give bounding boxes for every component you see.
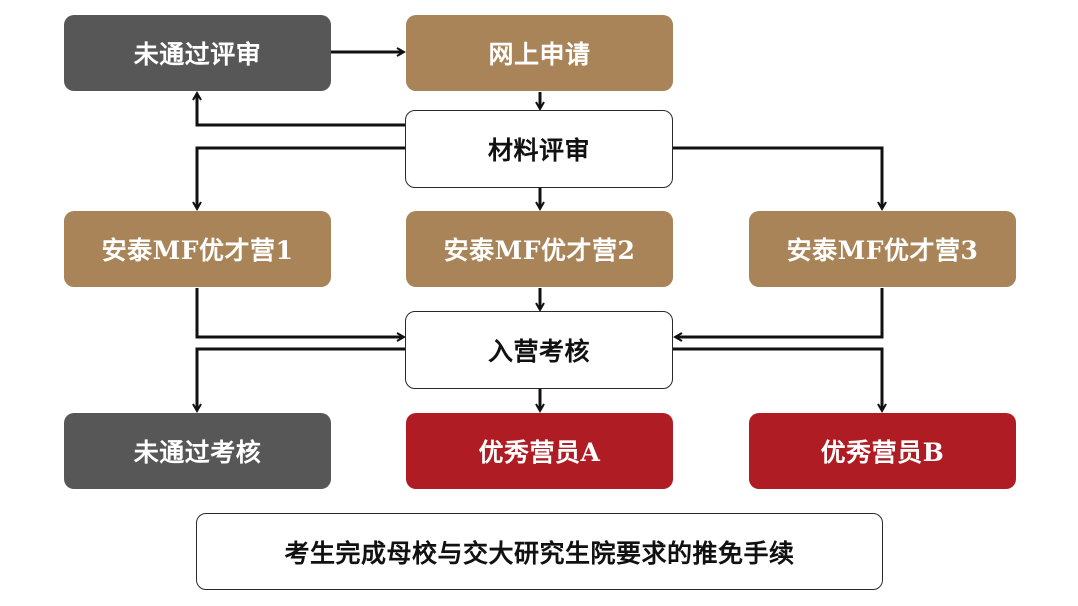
node-label: 安泰MF优才营3	[786, 236, 979, 265]
node-online-application: 网上申请	[406, 15, 673, 91]
node-not-passed-review: 未通过评审	[64, 15, 331, 91]
node-camp-1: 安泰MF优才营1	[64, 211, 331, 287]
node-excellent-b: 优秀营员B	[749, 413, 1016, 489]
node-label: 考生完成母校与交大研究生院要求的推免手续	[284, 538, 795, 568]
node-label: 网上申请	[488, 40, 591, 69]
arrow-camp1-to-assessment	[195, 288, 403, 337]
node-label: 安泰MF优才营1	[101, 236, 294, 265]
node-label: 安泰MF优才营2	[443, 236, 636, 265]
node-final-step: 考生完成母校与交大研究生院要求的推免手续	[196, 513, 883, 590]
node-label: 入营考核	[487, 337, 590, 366]
node-label: 优秀营员B	[820, 438, 945, 467]
arrow-review-to-camp3	[673, 146, 882, 208]
node-camp-2: 安泰MF优才营2	[406, 211, 673, 287]
node-label: 未通过评审	[133, 40, 262, 69]
arrow-camp3-to-assessment	[676, 288, 884, 337]
node-not-passed-assessment: 未通过考核	[64, 413, 331, 489]
node-label: 优秀营员A	[478, 438, 601, 467]
arrow-assessment-to-failed	[197, 347, 405, 410]
arrow-review-to-camp1	[197, 146, 405, 208]
node-entry-assessment: 入营考核	[405, 311, 673, 389]
node-label: 未通过考核	[133, 438, 262, 467]
arrow-review-to-rejected	[197, 94, 405, 127]
node-camp-3: 安泰MF优才营3	[749, 211, 1016, 287]
node-label: 材料评审	[487, 136, 590, 165]
arrow-assessment-to-b	[673, 347, 882, 410]
node-material-review: 材料评审	[405, 110, 673, 188]
node-excellent-a: 优秀营员A	[406, 413, 673, 489]
